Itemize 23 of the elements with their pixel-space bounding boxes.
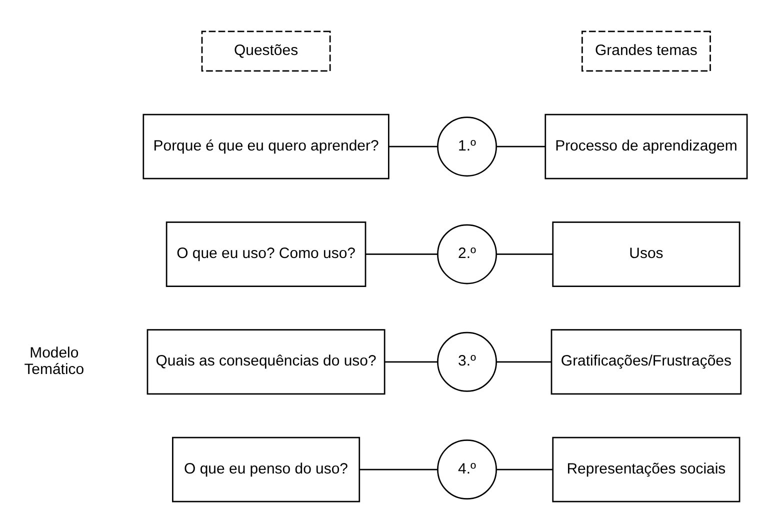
node-box: Questões: [201, 30, 331, 72]
label: Modelo Temático: [24, 344, 84, 378]
node-box: O que eu uso? Como uso?: [166, 221, 366, 286]
node-circle: 4.º: [437, 439, 497, 499]
node-box: Quais as consequências do uso?: [146, 328, 386, 394]
connector: [366, 253, 438, 254]
node-box: Processo de aprendizagem: [544, 113, 748, 179]
connector: [385, 360, 438, 362]
connector: [496, 468, 553, 470]
connector: [496, 145, 546, 147]
connector: [360, 468, 438, 470]
node-box: O que eu penso do uso?: [172, 436, 360, 502]
node-box: Gratificações/Frustrações: [550, 328, 742, 394]
connector: [496, 360, 552, 362]
node-circle: 2.º: [437, 224, 497, 284]
node-circle: 1.º: [437, 116, 497, 176]
connector: [389, 145, 438, 147]
node-box: Usos: [552, 221, 740, 286]
connector: [496, 253, 553, 254]
node-box: Grandes temas: [581, 30, 711, 72]
node-box: Representações sociais: [552, 436, 740, 502]
node-box: Porque é que eu quero aprender?: [142, 113, 390, 179]
node-circle: 3.º: [437, 331, 497, 392]
